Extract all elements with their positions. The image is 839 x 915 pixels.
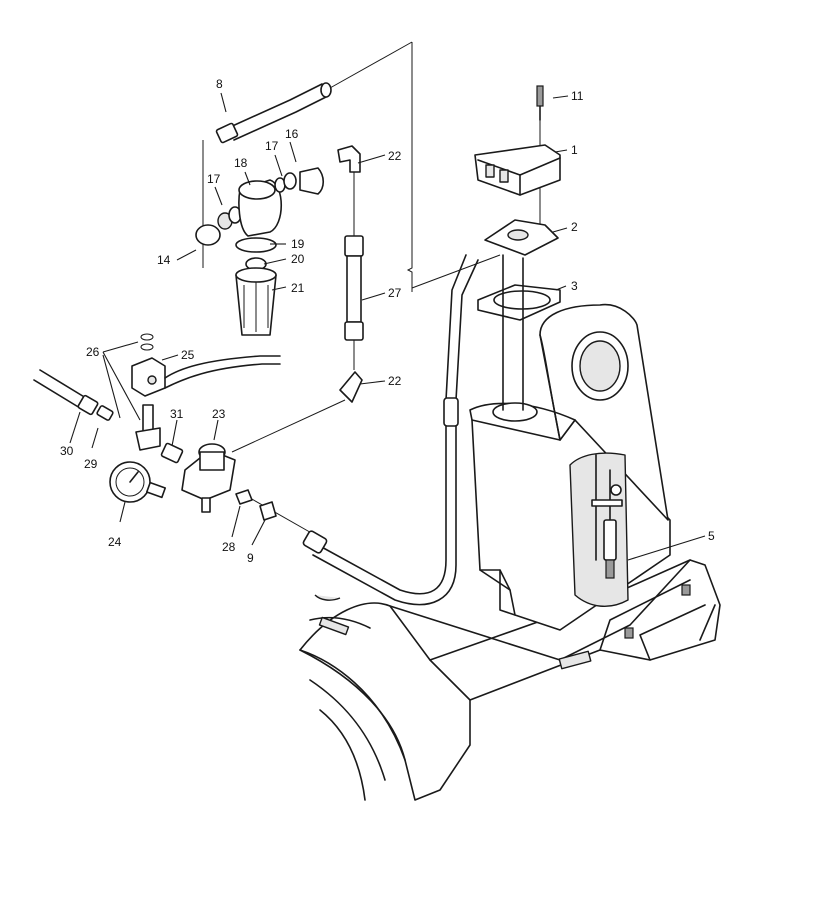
callout-26: 26 [86,345,100,359]
callout-22-upper: 22 [388,149,402,163]
sight-tube [337,145,364,403]
callout-20: 20 [291,252,305,266]
callout-2: 2 [571,220,578,234]
callout-23: 23 [212,407,226,421]
callout-28: 28 [222,540,236,554]
leader-lines [69,92,706,561]
callout-29: 29 [84,457,98,471]
callout-21: 21 [291,281,305,295]
cover-and-float-assembly [474,85,561,411]
callout-5: 5 [708,529,715,543]
callout-19: 19 [291,237,305,251]
callout-31: 31 [170,407,184,421]
callout-16: 16 [285,127,299,141]
callout-17-lower: 17 [207,172,221,186]
hose [302,254,479,606]
hose-30 [33,369,114,421]
regulator-assembly [109,442,277,521]
callout-18: 18 [234,156,248,170]
callout-11: 11 [571,89,584,103]
cart-base [299,559,721,801]
callout-22-lower: 22 [388,374,402,388]
valve-assembly [131,333,281,451]
filter-assembly [195,167,325,336]
callout-14: 14 [157,253,171,267]
hose-8 [215,82,332,144]
callout-labels: 8 11 1 16 17 18 17 22 2 19 14 20 3 21 27… [60,77,715,565]
tank-body [469,303,671,631]
callout-27: 27 [388,286,402,300]
callout-25: 25 [181,348,195,362]
callout-1: 1 [571,143,578,157]
callout-30: 30 [60,444,74,458]
callout-17-upper: 17 [265,139,279,153]
callout-24: 24 [108,535,122,549]
callout-3: 3 [571,279,578,293]
callout-8: 8 [216,77,223,91]
callout-9: 9 [247,551,254,565]
